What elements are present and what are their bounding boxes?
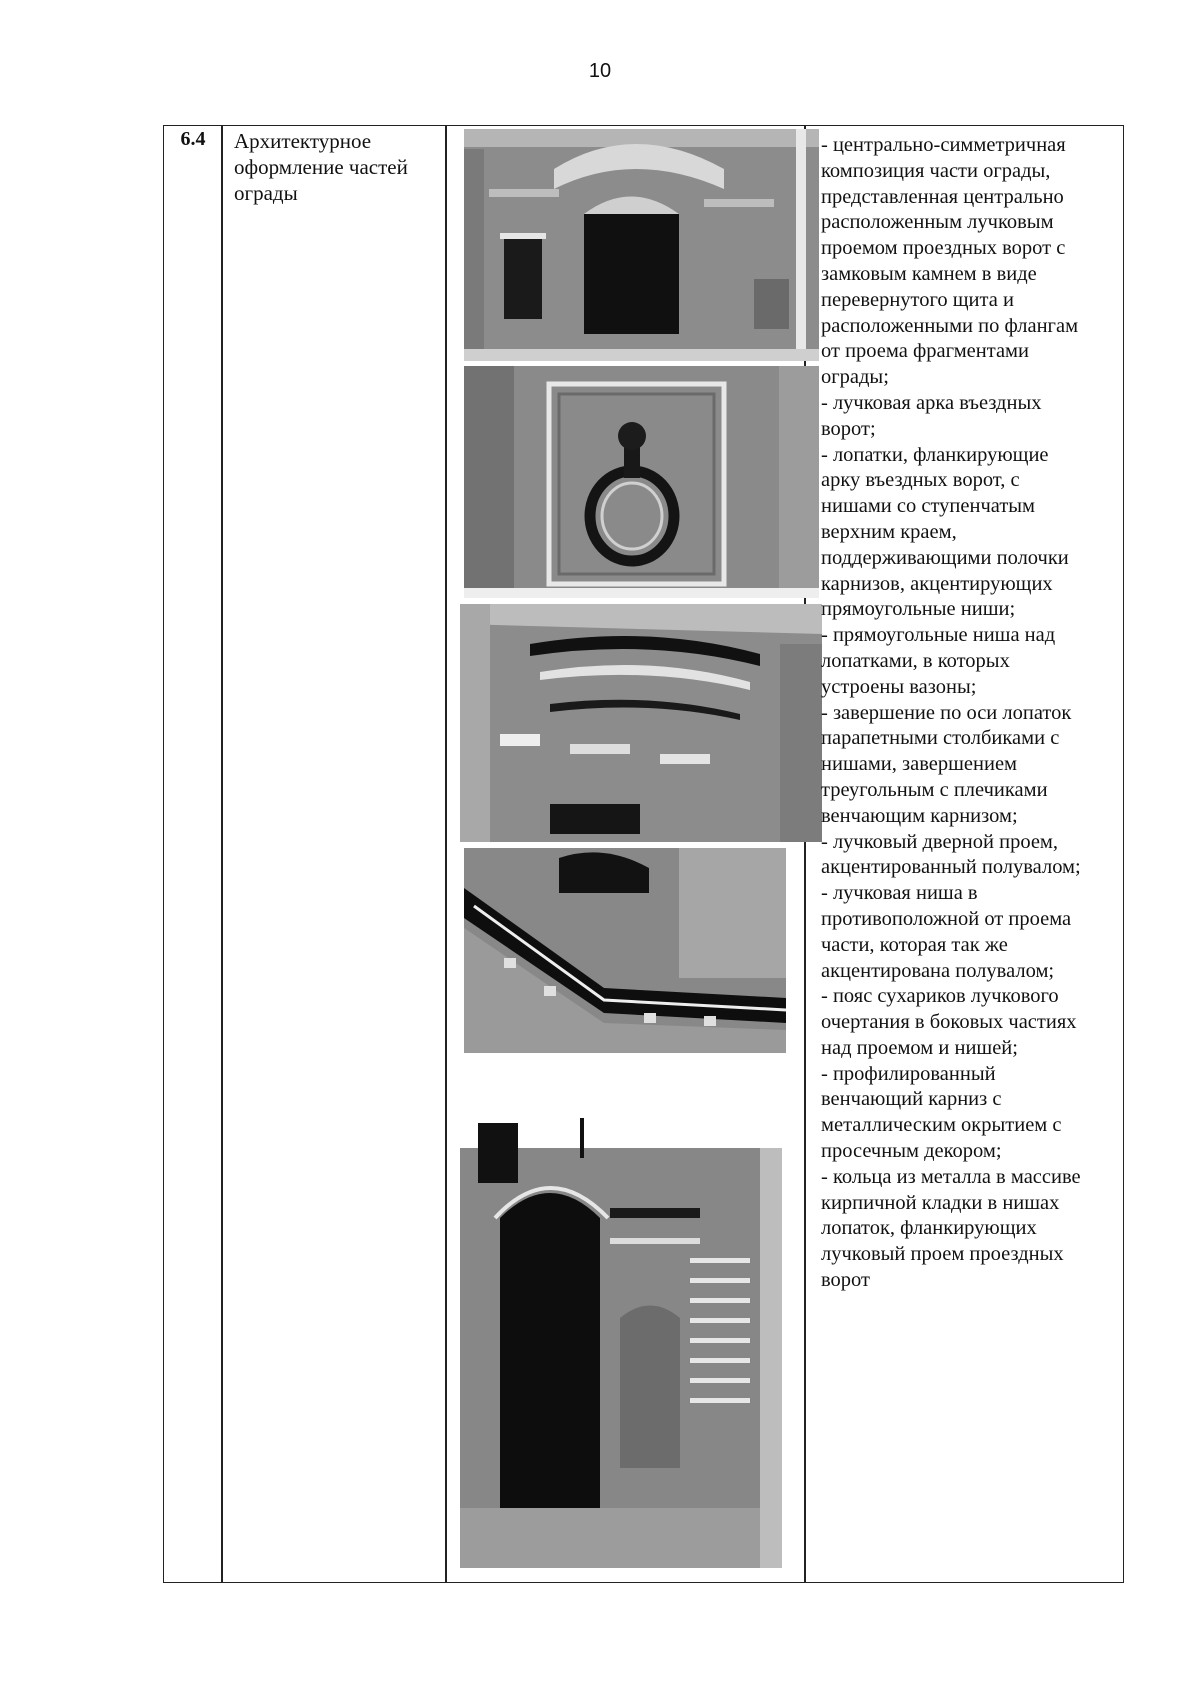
element-name: Архитектурное оформление частей ограды [234, 126, 424, 206]
photo-cornice-detail-image [460, 604, 822, 842]
photo-gate-facade-image [464, 129, 819, 361]
photo-gate-facade [464, 129, 819, 361]
photo-brick-corbel-frieze-image [464, 848, 786, 1053]
description-line: акцентированный полувалом; [821, 856, 1081, 879]
description-line: очертания в боковых частиях [821, 1011, 1077, 1034]
description-line: перевернутого щита и [821, 288, 1014, 311]
description-line: лопаток, фланкирующих [821, 1217, 1037, 1240]
description-line: - завершение по оси лопаток [821, 701, 1072, 724]
description-line: ворот; [821, 417, 876, 440]
description-line: представленная центрально [821, 185, 1064, 208]
element-name-line: Архитектурное [234, 129, 372, 153]
description-line: просечным декором; [821, 1140, 1002, 1163]
description-line: - прямоугольные ниша над [821, 624, 1056, 647]
description-line: противоположной от проема [821, 907, 1072, 930]
photo-iron-ring-niche-image [464, 366, 819, 598]
description-line: ворот [821, 1269, 870, 1292]
description-line: - центрально-симметричная [821, 134, 1066, 156]
photo-gate-arch-perspective [460, 1088, 782, 1568]
description-line: венчающий карниз с [821, 1088, 1002, 1111]
description-line: прямоугольные ниши; [821, 598, 1016, 621]
description-line: композиция части ограды, [821, 159, 1051, 182]
description-line: - лучковая арка въездных [821, 391, 1042, 414]
element-name-line: оформление частей [234, 155, 408, 179]
description-text: - центрально-симметричная композиция час… [821, 126, 1121, 1294]
heritage-table: 6.4 Архитектурное оформление частей огра… [163, 125, 1124, 1583]
description-line: арку въездных ворот, с [821, 469, 1020, 492]
description-line: акцентирована полувалом; [821, 959, 1055, 982]
description-line: замковым камнем в виде [821, 262, 1037, 285]
description-line: расположенным лучковым [821, 211, 1054, 234]
description-line: лопатками, в которых [821, 649, 1010, 672]
description-line: парапетными столбиками с [821, 727, 1060, 750]
description-line: венчающим карнизом; [821, 804, 1018, 827]
description-line: от проема фрагментами [821, 340, 1030, 363]
description-line: карнизов, акцентирующих [821, 572, 1053, 595]
description-line: - лучковая ниша в [821, 882, 978, 905]
description-line: - кольца из металла в массиве [821, 1165, 1081, 1188]
row-number: 6.4 [180, 128, 206, 150]
description-line: - профилированный [821, 1062, 996, 1085]
description-line: лучковый проем проездных [821, 1243, 1064, 1266]
description-line: - пояс сухариков лучкового [821, 985, 1059, 1008]
description-line: металлическим окрытием с [821, 1114, 1062, 1137]
description-line: устроены вазоны; [821, 675, 977, 698]
description-line: нишами, завершением [821, 753, 1018, 776]
description-line: верхним краем, [821, 520, 957, 543]
photo-gate-arch-perspective-image [460, 1088, 782, 1568]
description-line: над проемом и нишей; [821, 1036, 1018, 1059]
photo-iron-ring-niche [464, 366, 819, 598]
column-divider [804, 126, 806, 1582]
photo-cornice-detail [460, 604, 822, 842]
column-divider [445, 126, 447, 1582]
description-line: части, которая так же [821, 933, 1008, 956]
description-line: кирпичной кладки в нишах [821, 1191, 1060, 1214]
description-line: проемом проездных ворот с [821, 237, 1066, 260]
description-line: треугольным с плечиками [821, 778, 1048, 801]
description-line: - лучковый дверной проем, [821, 830, 1059, 853]
description-line: ограды; [821, 366, 889, 389]
description-line: - лопатки, фланкирующие [821, 443, 1049, 466]
description-line: нишами со ступенчатым [821, 495, 1036, 518]
column-divider [221, 126, 223, 1582]
photo-brick-corbel-frieze [464, 848, 786, 1053]
page-number: 10 [588, 60, 612, 82]
description-line: расположенными по флангам [821, 314, 1079, 337]
description-line: поддерживающими полочки [821, 546, 1069, 569]
element-name-line: ограды [234, 181, 298, 205]
